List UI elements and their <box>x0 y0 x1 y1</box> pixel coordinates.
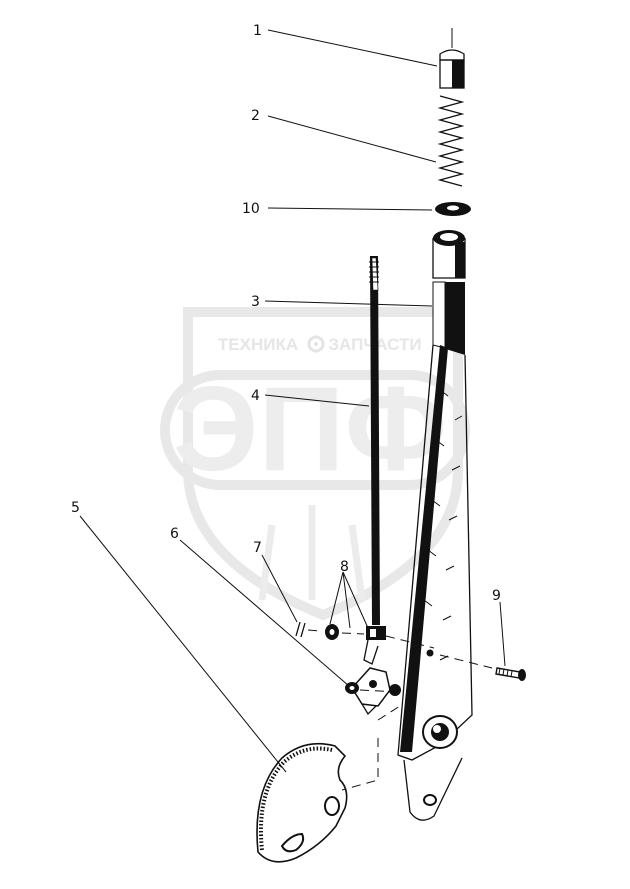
label-1: 1 <box>253 23 262 39</box>
part-9-bolt <box>495 667 526 681</box>
part-1-cap <box>439 28 465 89</box>
part-4-rod <box>369 256 380 625</box>
label-4: 4 <box>251 388 260 404</box>
part-3-lever-arm <box>397 230 473 821</box>
watermark-text-left: ТЕХНИКА <box>218 335 298 354</box>
watermark-shield <box>183 307 463 621</box>
label-7: 7 <box>253 540 262 556</box>
watermark-big-letters: ЭПФ <box>173 362 447 496</box>
part-10-washer <box>435 202 471 216</box>
part-7-pin <box>295 621 306 638</box>
label-10: 10 <box>242 201 260 217</box>
callout-labels: 1 2 10 3 4 5 6 7 8 9 <box>71 23 501 604</box>
label-2: 2 <box>251 108 260 124</box>
label-9: 9 <box>492 588 501 604</box>
wheat-icon <box>258 505 366 601</box>
assembly-lines <box>307 629 493 791</box>
label-5: 5 <box>71 500 80 516</box>
linkage-assembly <box>345 626 401 716</box>
part-2-spring <box>437 95 465 187</box>
part-8-washers <box>325 624 339 640</box>
label-8: 8 <box>340 559 349 575</box>
watermark-logo: ТЕХНИКА ЗАПЧАСТИ ЭПФ <box>160 307 470 621</box>
label-6: 6 <box>170 526 179 542</box>
gear-icon <box>307 335 325 353</box>
part-5-toothed-sector <box>256 742 348 863</box>
leader-lines <box>79 29 506 773</box>
watermark-oval <box>160 370 470 490</box>
label-3: 3 <box>251 294 260 310</box>
